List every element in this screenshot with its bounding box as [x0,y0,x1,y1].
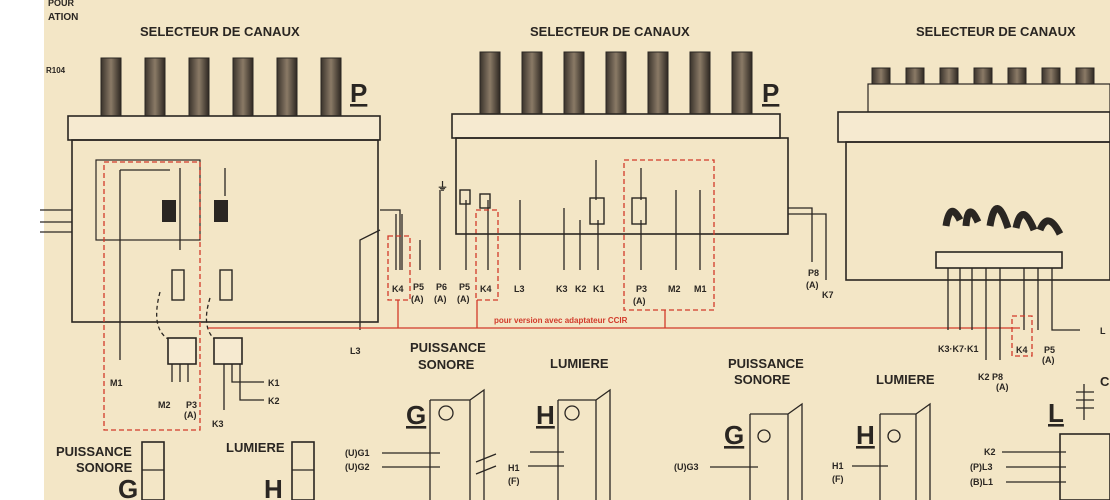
puissance-2-letter: G [724,420,744,450]
label-p8: P8 [808,268,819,278]
puissance-1-line1: PUISSANCE [410,340,486,355]
label-a-6: (A) [184,410,197,420]
puissance-1-line2: SONORE [418,357,475,372]
puissance-3-line2: SONORE [76,460,133,475]
label-p3: P3 [636,284,647,294]
channel-selector-3: SELECTEUR DE CANAUX [837,24,1110,360]
label-p3-b: P3 [186,400,197,410]
selector-2-title: SELECTEUR DE CANAUX [530,24,690,39]
puissance-1-letter: G [406,400,426,430]
reference-code: R104 [46,66,66,75]
module-l-letter: L [1048,398,1064,428]
label-a-3: (A) [457,294,470,304]
selector-3-knobs [871,67,1095,85]
puissance-3-line1: PUISSANCE [56,444,132,459]
label-k4-a: K4 [392,284,404,294]
label-k3: K3 [556,284,568,294]
lumiere-3-letter: H [264,474,283,500]
label-h1-b: H1 [832,461,844,471]
lumiere-2-title: LUMIERE [876,372,935,387]
label-a-8: (A) [996,382,1009,392]
label-p5-c: P5 [1044,345,1055,355]
module-lumiere-2: LUMIERE H H1 (F) [832,372,935,500]
label-k2-p8: K2 P8 [978,372,1003,382]
label-k2-b: K2 [268,396,280,406]
page-margin [0,0,44,500]
puissance-2-line2: SONORE [734,372,791,387]
label-a-1: (A) [411,294,424,304]
lumiere-1-title: LUMIERE [550,356,609,371]
label-k4-c: K4 [1016,345,1028,355]
puissance-3-letter: G [118,474,138,500]
label-k1-b: K1 [268,378,280,388]
ccir-note: pour version avec adaptateur CCIR [494,316,628,325]
corner-text-1: POUR [48,0,75,8]
label-m1: M1 [694,284,707,294]
module-puissance-sonore-3: PUISSANCE SONORE G [56,441,165,500]
label-pl3: (P)L3 [970,462,993,472]
label-ug3: (U)G3 [674,462,699,472]
module-l-c: C [1100,374,1110,389]
label-a-7: (A) [1042,355,1055,365]
label-bl1: (B)L1 [970,477,993,487]
label-h1: H1 [508,463,520,473]
module-lumiere-1: LUMIERE H H1 (F) [508,356,611,500]
label-l3-a: L3 [514,284,525,294]
selector-1-title: SELECTEUR DE CANAUX [140,24,300,39]
label-a-5: (A) [806,280,819,290]
label-k2: K2 [575,284,587,294]
label-ug1: (U)G1 [345,448,370,458]
module-l: L C K2 (P)L3 (B)L1 [970,374,1110,500]
label-k3k7k1: K3·K7·K1 [938,344,979,354]
label-k4-b: K4 [480,284,492,294]
selector-1-marker: P [350,78,367,108]
selector-3-title: SELECTEUR DE CANAUX [916,24,1076,39]
label-p5-b: P5 [459,282,470,292]
label-f: (F) [508,476,520,486]
label-m2: M2 [668,284,681,294]
label-k7: K7 [822,290,834,300]
ground-symbol: ⏚ [437,180,448,193]
module-lumiere-3: LUMIERE H [226,440,315,500]
label-k2-l: K2 [984,447,996,457]
label-l3-b: L3 [350,346,361,356]
label-m2-b: M2 [158,400,171,410]
channel-selector-2: SELECTEUR DE CANAUX P [451,24,827,311]
selector-1-knobs [100,57,342,117]
lumiere-2-letter: H [856,420,875,450]
channel-selector-1: SELECTEUR DE CANAUX P [40,24,521,431]
label-p6: P6 [436,282,447,292]
module-puissance-sonore-1: PUISSANCE SONORE G (U)G1 (U)G2 [345,340,497,500]
selector-2-knobs [479,51,753,115]
lumiere-1-letter: H [536,400,555,430]
label-l: L [1100,326,1106,336]
label-m1-b: M1 [110,378,123,388]
corner-text-2: ATION [48,12,78,23]
selector-2-marker: P [762,78,779,108]
label-a-2: (A) [434,294,447,304]
label-a-4: (A) [633,296,646,306]
ccir-link [208,300,1020,329]
label-f-b: (F) [832,474,844,484]
module-puissance-sonore-2: PUISSANCE SONORE G (U)G3 [674,356,804,500]
lumiere-3-title: LUMIERE [226,440,285,455]
label-p5-a: P5 [413,282,424,292]
label-k1: K1 [593,284,605,294]
label-ug2: (U)G2 [345,462,370,472]
puissance-2-line1: PUISSANCE [728,356,804,371]
label-k3-b: K3 [212,419,224,429]
